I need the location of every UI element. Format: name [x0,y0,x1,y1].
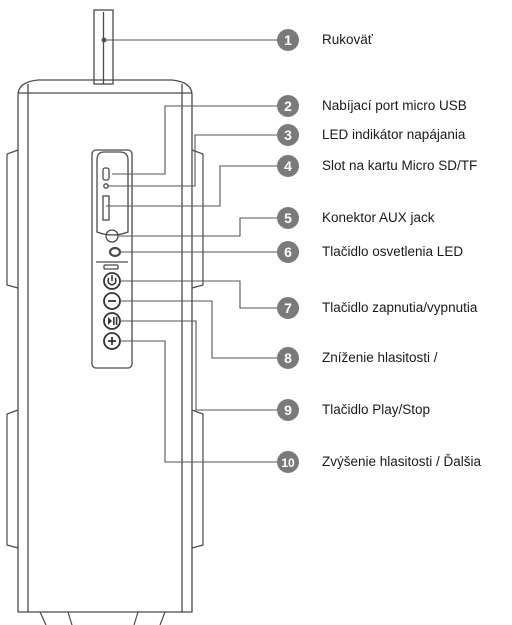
leader-7 [120,280,285,309]
leader-5 [118,217,285,237]
callout-number: 5 [284,210,292,226]
callout-label-6: Tlačidlo osvetlenia LED [322,244,464,259]
leader-10 [120,340,285,463]
leader-2 [112,105,285,175]
power-icon [107,275,117,286]
callout-label-8: Zníženie hlasitosti / [322,350,438,365]
callout-number: 6 [284,244,292,260]
sd-slot [102,195,110,221]
port-cover [96,151,129,236]
callout-number: 3 [284,127,292,143]
callout-number: 2 [284,98,292,114]
callout-label-5: Konektor AUX jack [322,210,435,225]
callout-badge-9: 9 [277,399,299,421]
callout-badge-4: 4 [277,155,299,177]
play-stop-button[interactable] [103,312,121,330]
leader-9 [120,320,285,411]
callout-badge-3: 3 [277,124,299,146]
speaker-body [17,79,193,613]
callout-badge-10: 10 [277,451,299,473]
side-panels [6,149,204,549]
usb-port [102,167,110,181]
play-pause-icon [108,317,118,325]
led-button [108,246,122,258]
leader-3 [107,134,285,187]
leader-8 [120,300,285,359]
callout-badge-1: 1 [277,29,299,51]
speaker-feet [39,611,166,625]
callout-badge-8: 8 [277,347,299,369]
callout-label-9: Tlačidlo Play/Stop [322,402,431,417]
callout-number: 7 [284,300,292,316]
callout-label-4: Slot na kartu Micro SD/TF [322,158,478,173]
callout-badge-7: 7 [277,297,299,319]
power-button[interactable] [103,272,121,290]
callout-number: 4 [284,158,292,174]
callout-label-1: Rukoväť [322,32,373,47]
callout-label-2: Nabíjací port micro USB [322,98,467,113]
control-panel [91,149,133,369]
speaker-handle [93,9,114,85]
callout-badge-5: 5 [277,207,299,229]
plus-icon [108,337,116,345]
leader-4 [106,165,285,207]
callout-number: 1 [284,32,292,48]
callout-label-7: Tlačidlo zapnutia/vypnutia [322,300,478,315]
callout-number: 8 [284,350,292,366]
volume-down-button[interactable] [103,292,121,310]
callout-number: 10 [281,456,295,470]
callout-label-3: LED indikátor napájania [322,127,466,142]
callout-badge-2: 2 [277,95,299,117]
leader-lines [101,37,285,463]
volume-up-button[interactable] [103,332,121,350]
callout-number: 9 [284,402,292,418]
callout-badge-6: 6 [277,241,299,263]
callout-badges: 1 2 3 4 5 6 7 8 9 10 [277,29,299,473]
aux-jack [105,229,119,243]
callout-label-10: Zvýšenie hlasitosti / Ďalšia [322,454,482,469]
